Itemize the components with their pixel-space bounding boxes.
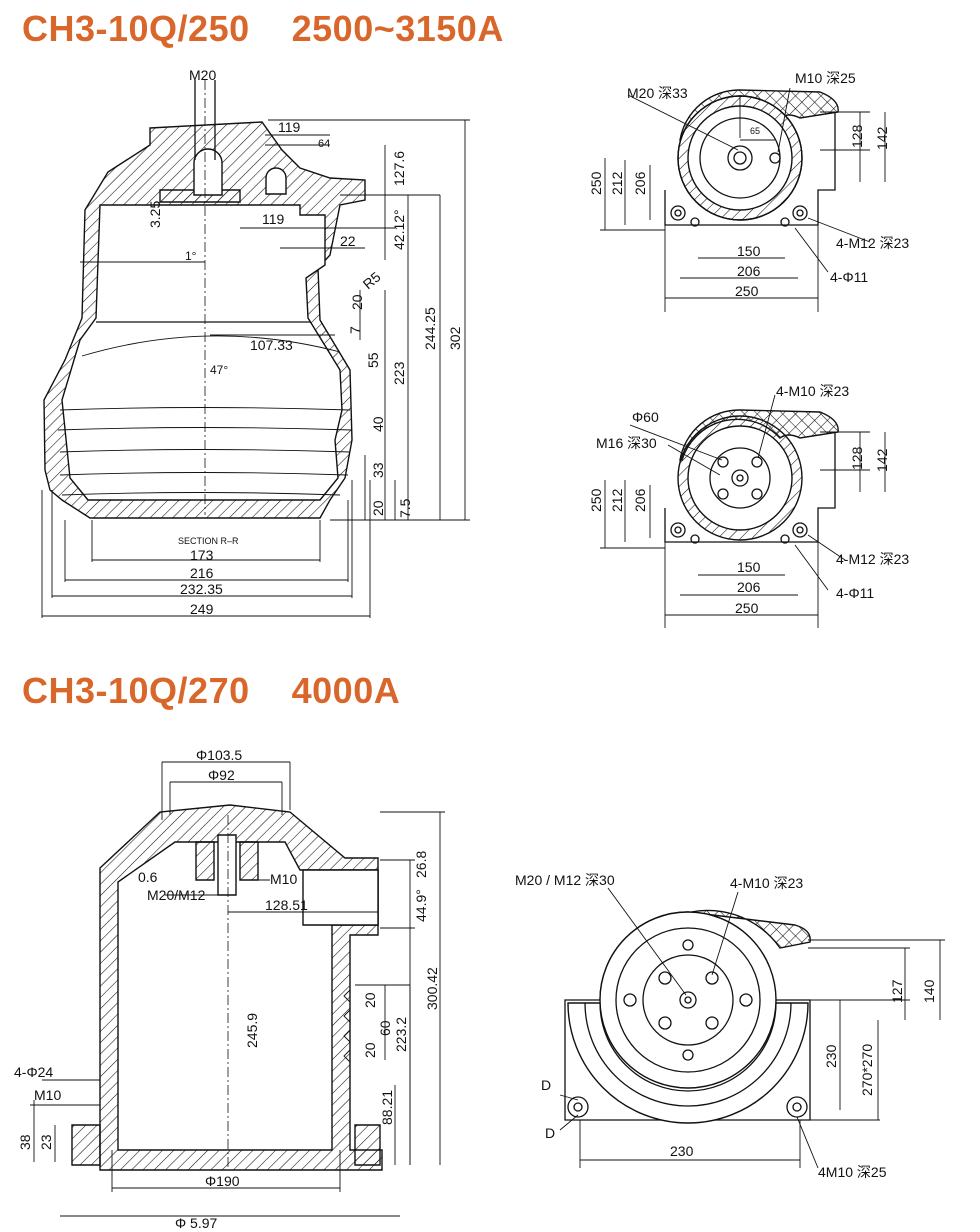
label-3-25: 3.25: [147, 201, 163, 228]
view-a-212-label: 212: [609, 171, 625, 195]
view-c-d1-label: D: [541, 1077, 551, 1093]
view-b-128-label: 128: [849, 446, 865, 470]
label-47: 47°: [210, 363, 228, 377]
label-244: 244.25: [422, 307, 438, 350]
label-40: 40: [370, 416, 386, 432]
view-b-m12-label: 4-M12 深23: [836, 551, 909, 567]
view-a-250v-label: 250: [588, 171, 604, 195]
view-a-142-label: 142: [874, 126, 890, 150]
view-b-phi60-label: Φ60: [632, 409, 659, 425]
view-c-d2-label: D: [545, 1125, 555, 1141]
bottom-model-title: CH3-10Q/270 4000A: [22, 670, 401, 711]
view-a-250-label: 250: [735, 283, 759, 299]
label-223-2: 223.2: [393, 1017, 409, 1052]
view-b-phi11-label: 4-Φ11: [836, 585, 874, 601]
bottom-end-view: M20 / M12 深30 4-M10 深23 127 140 230 270*…: [515, 872, 945, 1180]
label-m10b: M10: [34, 1087, 61, 1103]
view-b-212-label: 212: [609, 488, 625, 512]
view-c-m20-label: M20 / M12 深30: [515, 872, 615, 888]
view-c-140-label: 140: [921, 979, 937, 1003]
view-b-142-label: 142: [874, 448, 890, 472]
view-a-m12-label: 4-M12 深23: [836, 235, 909, 251]
view-a-phi11-label: 4-Φ11: [830, 269, 868, 285]
label-42: 42.12°: [391, 209, 407, 250]
view-c-m10b-label: 4M10 深25: [818, 1164, 887, 1180]
label-60: 60: [377, 1020, 393, 1036]
label-245-9: 245.9: [244, 1013, 260, 1048]
label-cut: Φ 5.97: [175, 1215, 218, 1231]
view-c-127-label: 127: [889, 979, 905, 1003]
top-model-title: CH3-10Q/250 2500~3150A: [22, 8, 504, 49]
view-c-270-label: 270*270: [859, 1044, 875, 1096]
label-7-5: 7.5: [397, 498, 413, 518]
view-b-250v-label: 250: [588, 488, 604, 512]
view-b-m10-label: 4-M10 深23: [776, 383, 849, 399]
label-20a: 20: [362, 992, 378, 1008]
view-a-128-label: 128: [849, 124, 865, 148]
view-b-150-label: 150: [737, 559, 761, 575]
label-38: 38: [17, 1134, 33, 1150]
label-22: 22: [340, 233, 356, 249]
view-b-206-label: 206: [737, 579, 761, 595]
label-section: SECTION R–R: [178, 536, 239, 546]
label-44-9: 44.9°: [413, 889, 429, 922]
label-119b: 119: [262, 211, 285, 227]
view-a-206-label: 206: [737, 263, 761, 279]
label-phi24: 4-Φ24: [14, 1064, 53, 1080]
label-55: 55: [365, 352, 381, 368]
label-r5: R5: [360, 268, 384, 292]
label-128-51: 128.51: [265, 897, 308, 913]
label-223: 223: [391, 361, 407, 385]
label-20b: 20: [362, 1042, 378, 1058]
label-phi190: Φ190: [205, 1173, 240, 1189]
label-302: 302: [447, 326, 463, 350]
view-a-m20-label: M20 深33: [627, 85, 688, 101]
label-232: 232.35: [180, 581, 223, 597]
label-26-8: 26.8: [413, 851, 429, 878]
label-m20m12: M20/M12: [147, 887, 206, 903]
top-end-view-a: M20 深33 M10 深25 65 250 212 206 128 142 1…: [588, 70, 909, 312]
label-216: 216: [190, 565, 214, 581]
bottom-section-view: Φ103.5 Φ92 0.6 M10 M20/M12 128.51 26.8 4…: [14, 747, 445, 1231]
label-249: 249: [190, 601, 214, 617]
view-a-150-label: 150: [737, 243, 761, 259]
view-b-m16-label: M16 深30: [596, 435, 657, 451]
label-88-21: 88.21: [379, 1090, 395, 1125]
top-end-view-b: 4-M10 深23 Φ60 M16 深30 250 212 206 128 14…: [588, 383, 909, 628]
label-33: 33: [370, 462, 386, 478]
label-20a: 20: [349, 294, 365, 310]
label-7: 7: [347, 326, 363, 334]
label-119a: 119: [278, 119, 301, 135]
label-m20: M20: [189, 67, 216, 83]
view-c-230v-label: 230: [823, 1044, 839, 1068]
label-127: 127.6: [391, 151, 407, 186]
label-m10: M10: [270, 871, 297, 887]
label-phi92: Φ92: [208, 767, 235, 783]
view-a-65-label: 65: [750, 126, 760, 136]
view-c-230-label: 230: [670, 1143, 694, 1159]
view-a-m10-label: M10 深25: [795, 70, 856, 86]
label-1deg: 1°: [185, 249, 197, 263]
label-173: 173: [190, 547, 214, 563]
view-a-206v-label: 206: [632, 171, 648, 195]
label-0-6: 0.6: [138, 869, 158, 885]
label-300-42: 300.42: [424, 967, 440, 1010]
label-20b: 20: [370, 500, 386, 516]
label-64: 64: [318, 138, 330, 150]
label-107: 107.33: [250, 337, 293, 353]
view-c-m10-label: 4-M10 深23: [730, 875, 803, 891]
view-b-250-label: 250: [735, 600, 759, 616]
label-phi103: Φ103.5: [196, 747, 242, 763]
label-23: 23: [38, 1134, 54, 1150]
view-b-206v-label: 206: [632, 488, 648, 512]
top-section-view: M20 119 64 3.25 119 1° 22 42.12° 127.6 R…: [41, 67, 470, 618]
